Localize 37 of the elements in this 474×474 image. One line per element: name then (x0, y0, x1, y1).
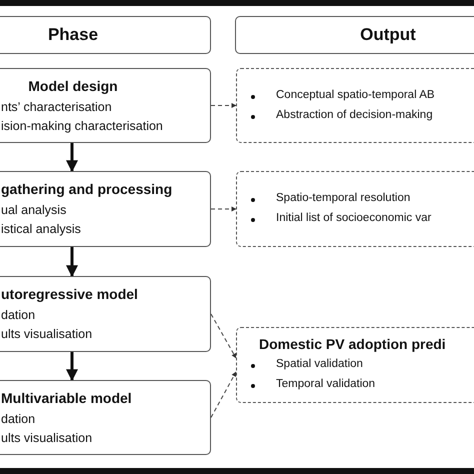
phase-box (0, 276, 211, 352)
phase-box (0, 171, 211, 247)
output-item: Spatial validation (276, 358, 363, 372)
output-item: Temporal validation (276, 378, 376, 392)
phase-step: ults visualisation (1, 327, 92, 342)
phase-box (0, 380, 211, 455)
phase-step: istical analysis (1, 222, 81, 236)
phase-title: gathering and processing (1, 181, 172, 198)
arrow (66, 352, 78, 382)
output-box (236, 171, 474, 247)
output-item: Initial list of socioeconomic var (276, 212, 432, 226)
column-header-box (0, 16, 211, 54)
output-item: Conceptual spatio-temporal AB (276, 89, 435, 102)
phase-title: Multivariable model (1, 390, 132, 406)
column-heading: Output (360, 25, 416, 45)
phase-title: Model design (28, 78, 118, 94)
output-item: Abstraction of decision-making (276, 109, 433, 122)
phase-step: dation (1, 412, 36, 426)
arrow (210, 372, 236, 418)
column-header-box (235, 16, 474, 54)
arrow (66, 143, 78, 172)
phase-step: ision-making characterisation (1, 119, 163, 134)
output-title: Domestic PV adoption predi (259, 336, 446, 352)
output-box (236, 327, 474, 403)
phase-step: ults visualisation (1, 431, 92, 446)
arrow (210, 314, 236, 358)
arrow (210, 206, 236, 212)
arrow (66, 247, 78, 278)
output-item: Spatio-temporal resolution (276, 192, 410, 206)
phase-title: utoregressive model (1, 286, 138, 302)
arrow (210, 103, 236, 108)
phase-step: ual analysis (1, 203, 66, 218)
phase-step: dation (1, 308, 36, 322)
phase-step: nts’ characterisation (1, 100, 112, 114)
phase-box (0, 68, 211, 143)
output-box (236, 68, 474, 143)
column-heading: Phase (48, 25, 98, 45)
